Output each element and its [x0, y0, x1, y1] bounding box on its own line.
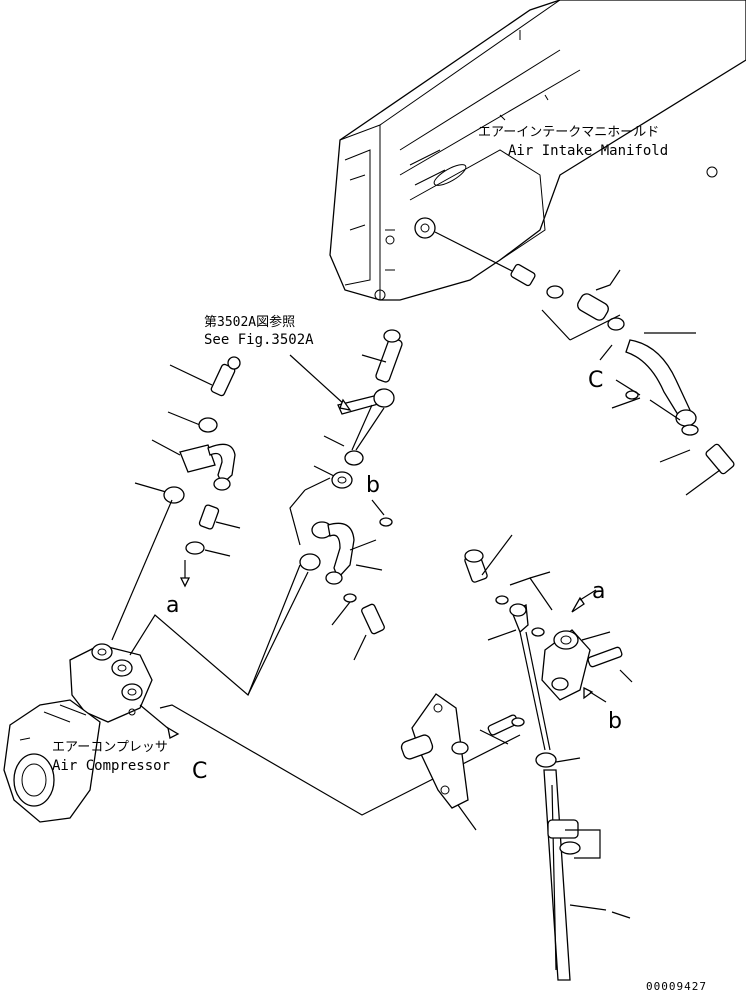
callout-letter-c-left: C: [192, 759, 207, 784]
air-intake-manifold: [329, 0, 746, 301]
callout-letter-a-right: a: [592, 579, 605, 604]
callout-letter-a-left: a: [166, 593, 179, 618]
drawing-number: 00009427: [646, 980, 707, 993]
middle-fitting-stack: [247, 329, 403, 696]
fig-reference-label-jp: 第3502A図参照: [204, 314, 295, 330]
right-fitting-group: [464, 534, 633, 751]
callout-letter-c-top: C: [588, 368, 603, 393]
callout-letter-b-right: b: [608, 709, 622, 734]
callout-letter-b-mid: b: [366, 473, 380, 498]
air-compressor-label-jp: エアーコンプレッサ: [52, 740, 168, 755]
intake-fitting-chain: [434, 231, 735, 496]
bracket-and-pipe: [400, 693, 631, 981]
air-compressor: [3, 643, 180, 823]
air-compressor-label-en: Air Compressor: [52, 758, 170, 774]
fig-reference-label-en: See Fig.3502A: [204, 332, 314, 348]
intake-manifold-label-jp: エアーインテークマニホールド: [478, 125, 659, 140]
intake-manifold-label-en: Air Intake Manifold: [508, 143, 668, 159]
left-fitting-stack: [111, 356, 241, 641]
callout-leaders: [289, 354, 352, 411]
